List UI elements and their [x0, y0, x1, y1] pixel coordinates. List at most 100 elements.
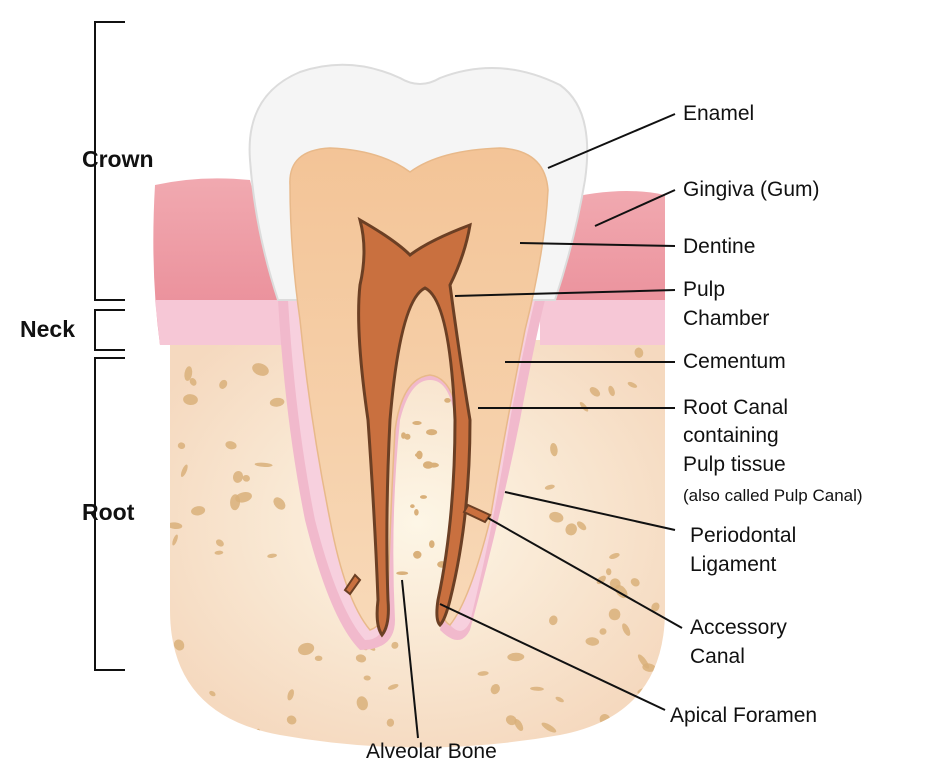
- enamel-leader: [547, 113, 676, 169]
- accessory-canal-shape: [462, 503, 492, 524]
- bone-speck: [184, 366, 193, 381]
- bone-speck: [585, 637, 600, 646]
- bone-speck: [209, 690, 216, 697]
- bone-speck: [637, 654, 650, 669]
- bone-speck: [541, 722, 557, 733]
- label-pulp-chamber-line1: Pulp: [683, 278, 726, 301]
- bone-speck: [386, 718, 395, 727]
- bone-speck: [550, 442, 558, 457]
- bone-speck: [490, 684, 500, 695]
- bone-speck: [269, 397, 285, 407]
- alveolar-bone-leader: [401, 579, 419, 739]
- bone-speck: [627, 381, 638, 388]
- bone-speck: [415, 453, 421, 458]
- region-brackets: [94, 21, 125, 671]
- bone-speck: [565, 523, 577, 536]
- bone-speck: [242, 474, 250, 482]
- dentine-leader: [519, 242, 676, 247]
- bone-speck: [219, 379, 228, 389]
- label-root-canal-line1: Root Canal: [683, 396, 789, 419]
- bone-speck: [579, 401, 589, 412]
- bone-speck: [634, 347, 644, 358]
- bone-speck: [191, 506, 206, 516]
- bone-speck: [530, 686, 544, 691]
- bone-speck: [414, 509, 419, 516]
- bone-speck: [412, 421, 422, 425]
- bone-speck: [287, 689, 294, 701]
- bone-speck: [609, 553, 620, 559]
- accessory-leader: [487, 517, 683, 629]
- bone-speck: [608, 385, 615, 397]
- bone-speck: [589, 387, 601, 397]
- label-accessory-line2: Canal: [690, 645, 745, 668]
- bone-speck: [396, 571, 409, 575]
- label-dentine: Dentine: [683, 235, 756, 258]
- bone-speck: [630, 578, 640, 587]
- bone-speck: [444, 398, 451, 403]
- bone-speck: [267, 553, 277, 558]
- label-apical-foramen: Apical Foramen: [670, 704, 818, 727]
- root-bracket: [94, 357, 125, 671]
- label-gingiva: Gingiva (Gum): [683, 178, 820, 201]
- bone-speck: [420, 495, 427, 499]
- bone-speck: [232, 470, 244, 483]
- bone-speck: [387, 683, 399, 690]
- bone-speck: [273, 497, 286, 510]
- bone-speck: [429, 540, 435, 548]
- label-root-canal-line2: containing: [683, 424, 779, 447]
- label-accessory-line1: Accessory: [690, 616, 787, 639]
- pulp-shape: [357, 216, 472, 638]
- label-enamel: Enamel: [683, 102, 755, 125]
- neck-bracket: [94, 309, 125, 351]
- leader-lines: [401, 113, 683, 739]
- region-label-neck: Neck: [20, 316, 75, 342]
- bone-speck: [651, 602, 660, 612]
- label-root-canal-line3: Pulp tissue: [683, 453, 786, 476]
- bone-speck: [426, 429, 438, 436]
- bone-speck: [215, 539, 224, 547]
- bone-speck: [391, 641, 399, 649]
- bone-speck: [173, 639, 185, 651]
- periodontal-leader: [504, 491, 676, 531]
- region-label-root: Root: [82, 499, 135, 525]
- label-alveolar-bone: Alveolar Bone: [366, 740, 497, 763]
- bone-speck: [286, 715, 297, 725]
- bone-speck: [413, 550, 422, 559]
- bone-speck: [505, 715, 517, 726]
- label-pulp-chamber-line2: Chamber: [683, 307, 770, 330]
- bone-speck: [599, 628, 607, 635]
- bone-speck: [605, 568, 612, 576]
- bone-speck: [549, 615, 558, 626]
- label-periodontal-line1: Periodontal: [690, 524, 797, 547]
- bone-speck: [549, 511, 564, 523]
- bone-speck: [189, 378, 197, 386]
- bone-speck: [555, 696, 564, 703]
- bone-speck: [314, 655, 323, 661]
- bone-speck: [252, 363, 269, 376]
- neck-pink-layer-right: [540, 300, 665, 345]
- bone-speck: [298, 642, 315, 656]
- pulp-chamber-leader: [454, 289, 676, 297]
- bone-speck: [363, 675, 371, 681]
- bone-speck: [622, 623, 631, 636]
- bone-speck: [355, 654, 367, 663]
- alveolar-bone-shape: [170, 340, 665, 748]
- bone-speck: [212, 730, 224, 742]
- label-root-canal-note: (also called Pulp Canal): [683, 486, 863, 505]
- bone-speck: [180, 464, 188, 478]
- gingiva-leader: [594, 189, 676, 227]
- bone-speck: [177, 442, 186, 450]
- bone-speck: [172, 534, 178, 546]
- bone-speck: [235, 492, 252, 503]
- bone-speck: [650, 676, 665, 686]
- accessory-canal-left: [343, 573, 362, 596]
- bone-speck: [225, 441, 237, 450]
- bone-speck: [183, 394, 198, 406]
- bone-speck: [170, 522, 183, 530]
- label-cementum: Cementum: [683, 350, 786, 373]
- bone-speck: [254, 462, 273, 467]
- bone-speck: [422, 461, 434, 469]
- bone-speck: [214, 550, 224, 555]
